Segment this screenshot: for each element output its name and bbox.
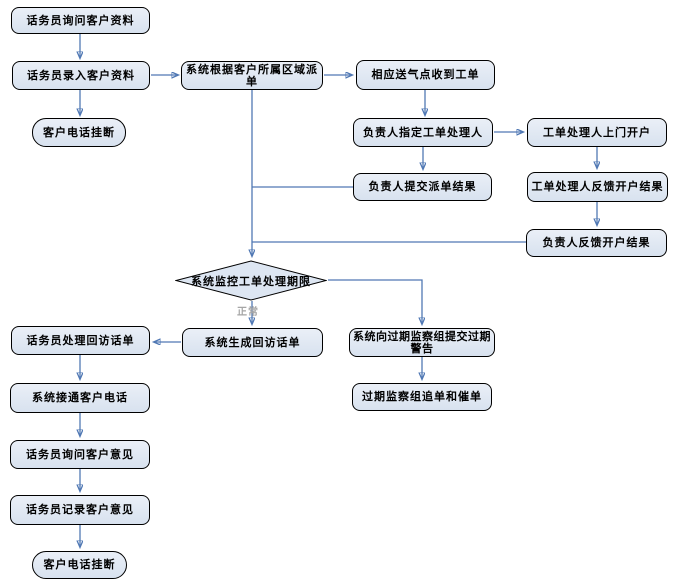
diamond-label: 系统监控工单处理期限: [191, 274, 311, 288]
node-ask-opinion: 话务员询问客户意见: [10, 440, 150, 469]
node-submit-dispatch-result: 负责人提交派单结果: [353, 173, 492, 201]
node-ask-customer-info: 话务员询问客户资料: [11, 7, 150, 34]
node-assign-handler: 负责人指定工单处理人: [353, 118, 493, 147]
node-overdue-chase: 过期监察组追单和催单: [352, 383, 492, 411]
diamond-shape-icon: [175, 260, 327, 301]
node-monitor-deadline: 系统监控工单处理期限: [175, 260, 327, 301]
node-handler-feedback: 工单处理人反馈开户结果: [527, 172, 668, 202]
node-handler-visit: 工单处理人上门开户: [527, 118, 667, 147]
node-connect-phone: 系统接通客户电话: [10, 383, 150, 413]
node-leader-feedback: 负责人反馈开户结果: [526, 229, 667, 257]
node-gas-point-receive: 相应送气点收到工单: [356, 60, 495, 90]
node-handle-callback: 话务员处理回访话单: [11, 326, 150, 355]
edge-label-normal: 正常: [237, 307, 259, 318]
node-customer-hangup-1: 客户电话挂断: [32, 118, 126, 147]
connector-diamond-to-warning: [328, 279, 422, 324]
node-record-opinion: 话务员记录客户意见: [10, 495, 150, 525]
node-overdue-warning: 系统向过期监察组提交过期警告: [349, 328, 495, 357]
node-dispatch-by-region: 系统根据客户所属区域派单: [181, 61, 323, 90]
node-customer-hangup-2: 客户电话挂断: [32, 551, 127, 579]
node-enter-customer-info: 话务员录入客户资料: [12, 61, 150, 90]
node-generate-callback: 系统生成回访话单: [182, 328, 323, 357]
